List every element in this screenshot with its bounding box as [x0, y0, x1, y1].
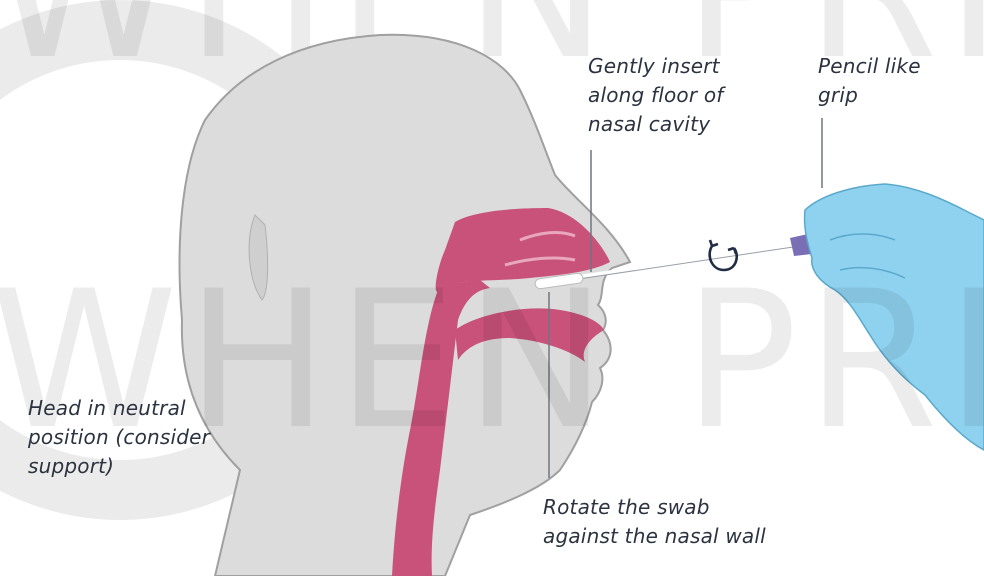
label-rotate-swab: Rotate the swab against the nasal wall	[543, 493, 766, 551]
label-gently-insert: Gently insert along floor of nasal cavit…	[588, 52, 724, 139]
label-pencil-grip: Pencil like grip	[818, 52, 921, 110]
label-head-position: Head in neutral position (consider suppo…	[28, 394, 210, 481]
gloved-hand	[805, 184, 984, 450]
